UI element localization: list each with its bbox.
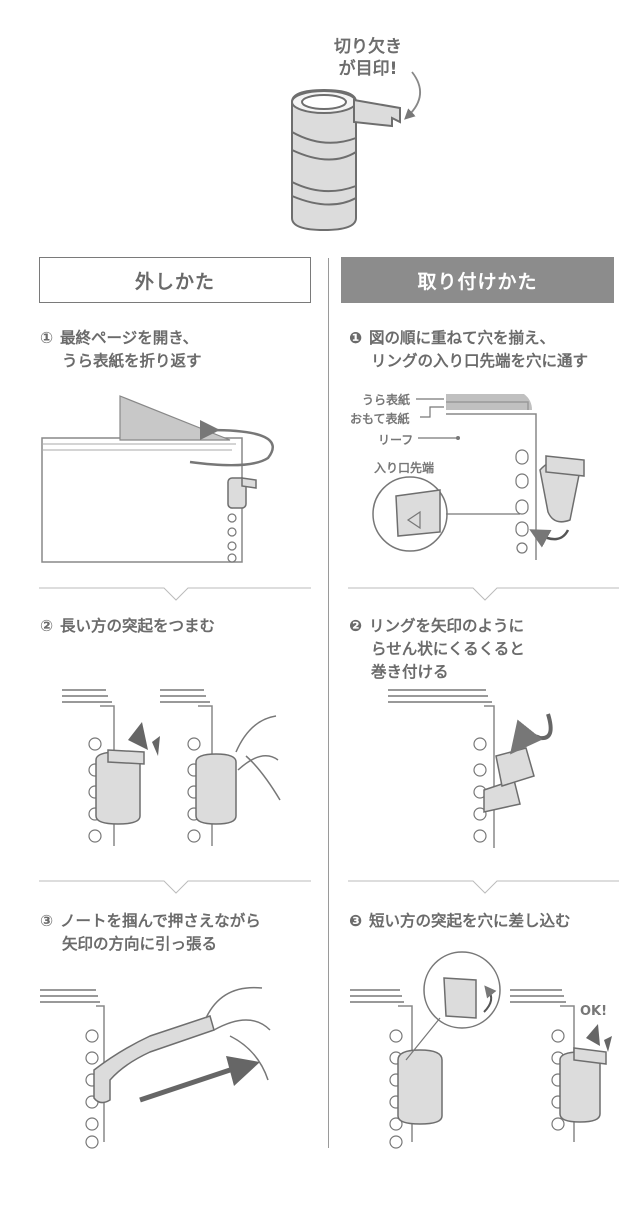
notch-note: 切り欠き が目印! bbox=[318, 36, 418, 80]
left-step-2-num: ② bbox=[40, 617, 54, 635]
right-step-2-num: ❷ bbox=[349, 617, 363, 635]
right-step-2-line1: リングを矢印のように bbox=[369, 617, 525, 635]
left-step-1-num: ① bbox=[40, 329, 54, 347]
right-step-2-line3: 巻き付ける bbox=[371, 663, 449, 681]
remove-header: 外しかた bbox=[39, 257, 311, 303]
left-step-1-line2: うら表紙を折り返す bbox=[62, 352, 202, 370]
right-step3-illustration bbox=[350, 951, 612, 1149]
label-ok: OK! bbox=[580, 1004, 608, 1019]
column-divider bbox=[328, 258, 329, 1148]
right-step-2: ❷ リングを矢印のように らせん状にくるくると 巻き付ける bbox=[349, 615, 525, 684]
right-step-2-line2: らせん状にくるくると bbox=[371, 640, 525, 658]
right-step-3: ❸ 短い方の突起を穴に差し込む bbox=[349, 910, 571, 933]
right-step-1-line2: リングの入り口先端を穴に通す bbox=[371, 352, 589, 370]
right-step-1-num: ❶ bbox=[349, 329, 363, 347]
hand-icon bbox=[235, 715, 281, 801]
ring-hero-icon bbox=[291, 88, 401, 232]
left-step1-illustration bbox=[41, 395, 274, 563]
attach-header: 取り付けかた bbox=[341, 257, 614, 303]
left-step-3-num: ③ bbox=[40, 912, 54, 930]
label-front-cover: おもて表紙 bbox=[350, 412, 410, 426]
notch-note-line2: が目印! bbox=[338, 59, 398, 79]
right-step2-illustration bbox=[388, 689, 553, 848]
notch-arrow-icon bbox=[404, 71, 421, 120]
left-step2-illustration bbox=[62, 689, 281, 846]
notch-note-line1: 切り欠き bbox=[334, 37, 402, 57]
right-step-3-num: ❸ bbox=[349, 912, 363, 930]
left-step-3: ③ ノートを掴んで押さえながら 矢印の方向に引っ張る bbox=[40, 910, 261, 956]
label-back-cover: うら表紙 bbox=[362, 393, 411, 407]
left-step-1-line1: 最終ページを開き、 bbox=[60, 329, 199, 347]
right-step-3-line1: 短い方の突起を穴に差し込む bbox=[369, 912, 571, 930]
left-step3-illustration bbox=[40, 986, 271, 1149]
left-step-3-line1: ノートを掴んで押さえながら bbox=[60, 912, 261, 930]
right-step-1-line1: 図の順に重ねて穴を揃え、 bbox=[369, 329, 556, 347]
right-step1-illustration bbox=[372, 394, 585, 560]
left-step-1: ① 最終ページを開き、 うら表紙を折り返す bbox=[40, 327, 202, 373]
left-step-2: ② 長い方の突起をつまむ bbox=[40, 615, 215, 638]
label-leaf: リーフ bbox=[378, 433, 414, 447]
right-step-1: ❶ 図の順に重ねて穴を揃え、 リングの入り口先端を穴に通す bbox=[349, 327, 588, 373]
left-step-2-line1: 長い方の突起をつまむ bbox=[60, 617, 216, 635]
left-step-3-line2: 矢印の方向に引っ張る bbox=[62, 935, 218, 953]
label-entry-tip: 入り口先端 bbox=[374, 461, 435, 475]
